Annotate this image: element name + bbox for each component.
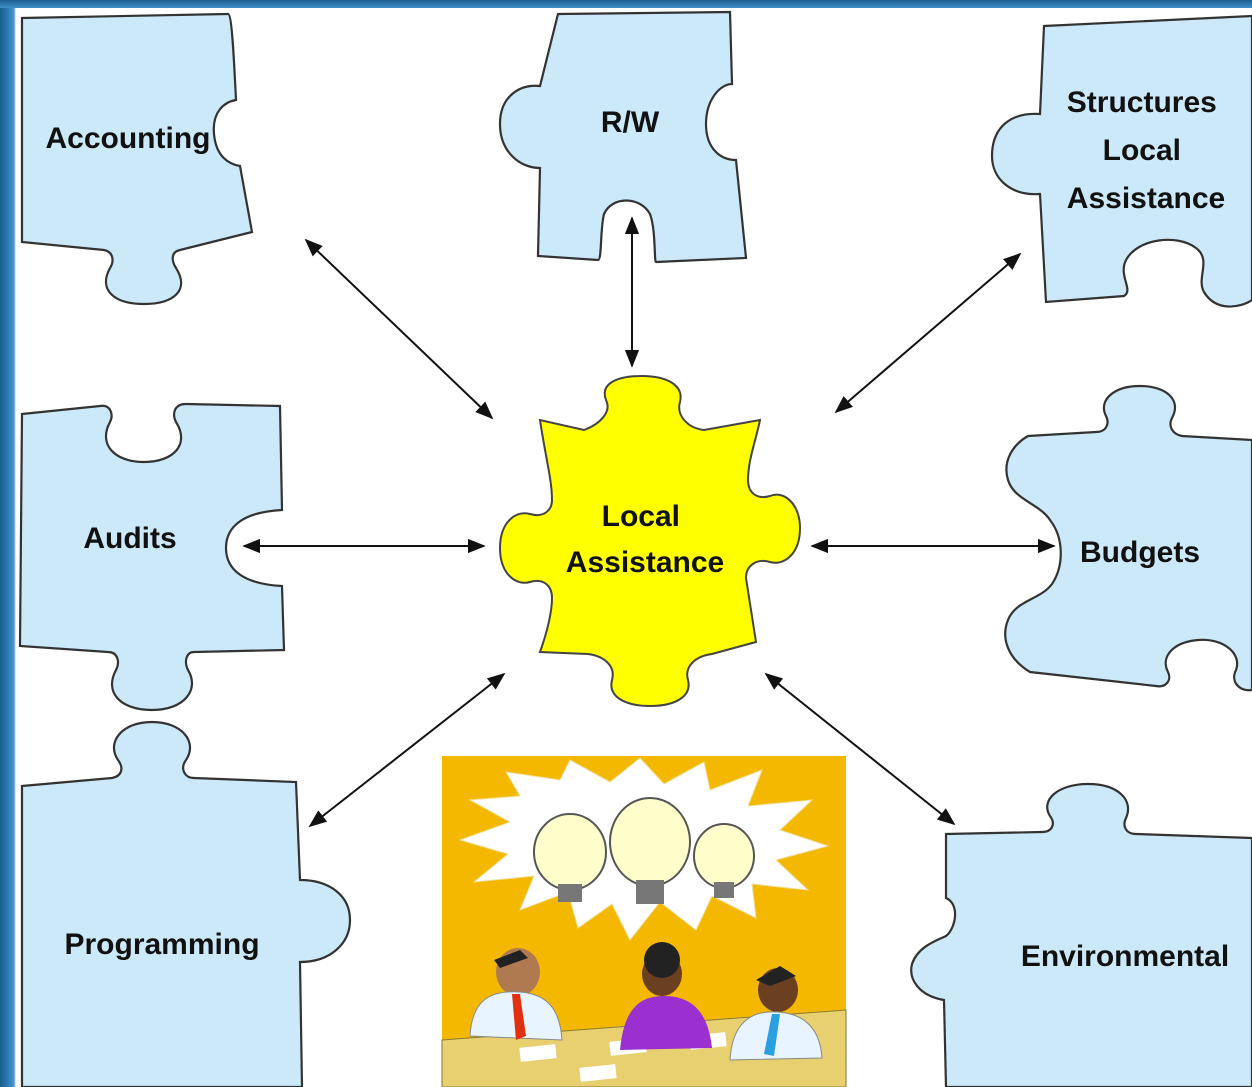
person-icon [729, 966, 823, 1061]
puzzle-piece-budgets[interactable] [1004, 384, 1252, 692]
lightbulb-icon [609, 797, 691, 904]
label-local-assistance: Local Assistance [566, 500, 724, 579]
arrow-accounting [304, 238, 494, 420]
label-structures: Structures Local Assistance [1067, 86, 1225, 215]
puzzle-piece-rw[interactable] [498, 10, 748, 264]
top-border [0, 0, 1252, 8]
label-accounting: Accounting [46, 122, 211, 155]
person-icon [620, 942, 712, 1050]
puzzle-piece-environmental[interactable] [910, 782, 1252, 1087]
label-programming: Programming [64, 928, 259, 961]
meeting-lightbulbs-clipart [441, 756, 847, 1087]
puzzle-piece-programming[interactable] [20, 720, 352, 1087]
label-rw: R/W [601, 106, 660, 139]
person-icon [469, 948, 563, 1041]
arrow-structures [834, 252, 1022, 414]
lightbulb-icon [533, 813, 607, 902]
puzzle-piece-audits[interactable] [18, 402, 286, 712]
arrow-programming [308, 672, 506, 828]
label-audits: Audits [83, 522, 176, 555]
label-budgets: Budgets [1080, 536, 1200, 569]
puzzle-piece-structures[interactable] [990, 14, 1252, 308]
puzzle-piece-accounting[interactable] [20, 12, 254, 306]
label-environmental: Environmental [1021, 940, 1229, 973]
arrow-environmental [764, 672, 956, 826]
puzzle-piece-local-assistance[interactable] [498, 374, 802, 708]
lightbulb-icon [693, 823, 755, 898]
